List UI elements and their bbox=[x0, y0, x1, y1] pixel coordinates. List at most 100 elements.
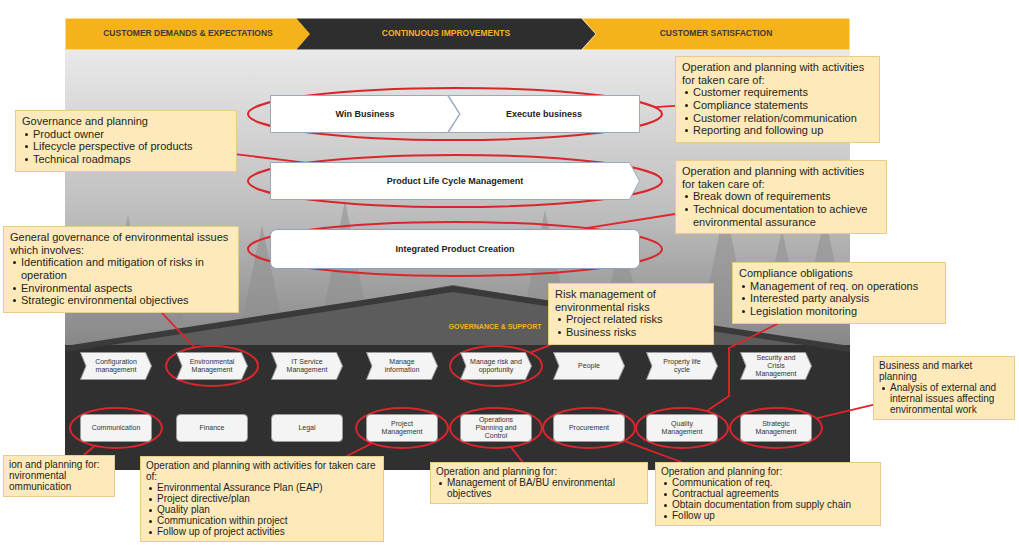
node-label: Win Business bbox=[336, 109, 395, 119]
node-label: Legal bbox=[298, 424, 315, 432]
node-outline bbox=[271, 163, 640, 200]
callout-item: Reporting and following up bbox=[682, 124, 873, 137]
highlight-ellipse bbox=[730, 408, 822, 448]
support-process: Configuration management bbox=[80, 352, 152, 380]
support-process: Legal bbox=[271, 414, 343, 442]
node-outline bbox=[367, 353, 438, 380]
callout-heading: Business and market planning bbox=[879, 360, 1009, 382]
node-label: Integrated Product Creation bbox=[395, 244, 514, 254]
callout-item: Environmental aspects bbox=[10, 282, 232, 295]
support-process: Property life cycle bbox=[646, 352, 718, 380]
node-outline bbox=[647, 415, 718, 442]
node-outline bbox=[461, 415, 532, 442]
leader-line bbox=[511, 447, 523, 462]
node-label: Property life cycle bbox=[656, 358, 708, 374]
callout-item: Communication of req. bbox=[661, 477, 875, 488]
section-label: GOVERNANCE & SUPPORT bbox=[415, 323, 575, 330]
callout-note: Risk management of environmental risksPr… bbox=[548, 283, 714, 345]
node-label: Environmental Management bbox=[186, 358, 238, 374]
callout-note: Governance and planningProduct ownerLife… bbox=[15, 110, 237, 172]
callout-heading: Governance and planning bbox=[22, 115, 230, 128]
callout-item: Strategic environmental objectives bbox=[10, 294, 232, 307]
callout-note: Compliance obligationsManagement of req.… bbox=[732, 262, 946, 324]
highlight-ellipse bbox=[166, 346, 258, 386]
banner-stage: CUSTOMER SATISFACTION bbox=[582, 18, 850, 50]
callout-item: Project related risks bbox=[555, 313, 707, 326]
callout-heading: ion and planning for: bbox=[9, 459, 109, 470]
node-label: CUSTOMER SATISFACTION bbox=[660, 29, 773, 39]
process-box: Integrated Product Creation bbox=[270, 229, 640, 269]
callout-heading: Operation and planning with activities f… bbox=[146, 460, 378, 482]
node-outline bbox=[66, 19, 311, 50]
node-label: IT Service Management bbox=[281, 358, 333, 374]
node-label: CONTINUOUS IMPROVEMENTS bbox=[382, 29, 510, 39]
callout-heading: Operation and planning for: bbox=[436, 466, 642, 477]
node-outline bbox=[367, 415, 438, 442]
leader-line bbox=[655, 106, 675, 107]
node-outline bbox=[297, 19, 596, 50]
callout-item: Communication within project bbox=[146, 515, 378, 526]
callout-item: Customer relation/communication bbox=[682, 112, 873, 125]
leader-line bbox=[816, 405, 873, 419]
node-label: Communication bbox=[92, 424, 141, 432]
callout-heading: Compliance obligations bbox=[739, 267, 939, 280]
callout-item: Product owner bbox=[22, 128, 230, 141]
node-outline bbox=[583, 19, 850, 50]
support-process: Finance bbox=[176, 414, 248, 442]
highlight-ellipse bbox=[248, 88, 662, 140]
callout-note: General governance of environmental issu… bbox=[3, 226, 239, 313]
process-chevron: Execute business bbox=[448, 95, 640, 133]
node-label: Strategic Management bbox=[748, 420, 804, 436]
node-outline bbox=[554, 353, 625, 380]
support-process: Manage risk and opportunity bbox=[460, 352, 532, 380]
callout-note: Business and market planningAnalysis of … bbox=[873, 356, 1015, 420]
callout-item: Technical documentation to achieve envir… bbox=[682, 203, 880, 228]
callout-note: ion and planning for:nvironmental ommuni… bbox=[3, 455, 115, 497]
callout-item: Legislation monitoring bbox=[739, 305, 939, 318]
node-label: Quality Management bbox=[654, 420, 710, 436]
support-process: Environmental Management bbox=[176, 352, 248, 380]
highlight-ellipse bbox=[248, 155, 662, 207]
node-outline bbox=[177, 415, 248, 442]
leader-line bbox=[586, 214, 675, 228]
callout-item: Break down of requirements bbox=[682, 190, 880, 203]
process-chevron: Product Life Cycle Management bbox=[270, 162, 640, 200]
callout-item: Management of req. on operations bbox=[739, 280, 939, 293]
leader-line bbox=[347, 443, 372, 456]
node-label: Product Life Cycle Management bbox=[387, 176, 524, 186]
callout-note: Operation and planning with activities f… bbox=[675, 56, 880, 143]
node-outline bbox=[271, 96, 460, 133]
node-outline bbox=[461, 353, 532, 380]
node-label: Finance bbox=[200, 424, 225, 432]
callout-note: Operation and planning for:Management of… bbox=[430, 462, 648, 504]
leader-line bbox=[84, 446, 95, 455]
highlight-ellipse bbox=[636, 408, 728, 448]
callout-item: Technical roadmaps bbox=[22, 153, 230, 166]
node-outline bbox=[272, 353, 343, 380]
support-process: Security and Crisis Management bbox=[740, 352, 812, 380]
banner-stage: CONTINUOUS IMPROVEMENTS bbox=[296, 18, 596, 50]
callout-item: Management of BA/BU environmental object… bbox=[436, 477, 642, 499]
highlight-ellipse bbox=[450, 408, 542, 448]
support-process: Communication bbox=[80, 414, 152, 442]
node-outline bbox=[177, 353, 248, 380]
callout-note: Operation and planning for:Communication… bbox=[655, 462, 881, 526]
callout-item: Obtain documentation from supply chain bbox=[661, 499, 875, 510]
node-outline bbox=[554, 415, 625, 442]
support-process: IT Service Management bbox=[271, 352, 343, 380]
support-process: Manage information bbox=[366, 352, 438, 380]
callout-item: Quality plan bbox=[146, 504, 378, 515]
node-label: People bbox=[578, 362, 600, 370]
support-process: People bbox=[553, 352, 625, 380]
node-label: Configuration management bbox=[90, 358, 142, 374]
callout-item: Customer requirements bbox=[682, 86, 873, 99]
governance-base bbox=[65, 345, 850, 470]
node-outline bbox=[81, 353, 152, 380]
banner-stage: CUSTOMER DEMANDS & EXPECTATIONS bbox=[65, 18, 311, 50]
callout-heading: Operation and planning for: bbox=[661, 466, 875, 477]
support-process: Project Management bbox=[366, 414, 438, 442]
callout-item: Identification and mitigation of risks i… bbox=[10, 256, 232, 281]
callout-item: Interested party analysis bbox=[739, 292, 939, 305]
support-process: Quality Management bbox=[646, 414, 718, 442]
support-process: Procurement bbox=[553, 414, 625, 442]
